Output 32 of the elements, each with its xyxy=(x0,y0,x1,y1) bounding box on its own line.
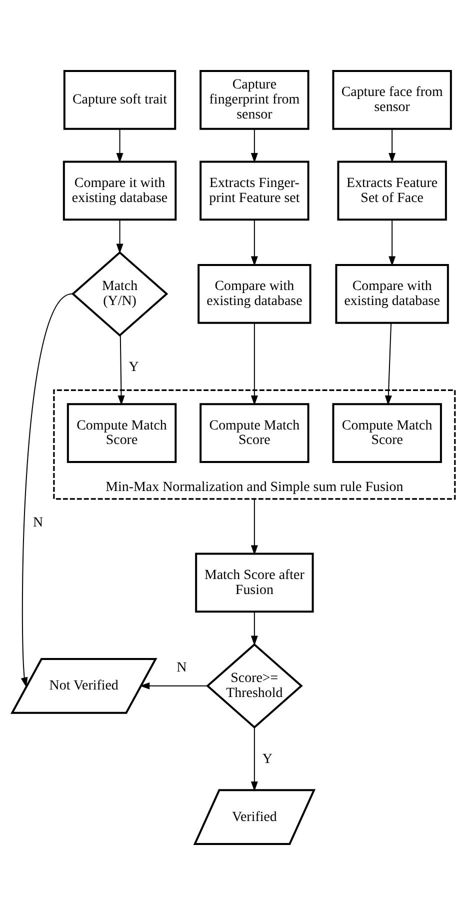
node-box: Compare with existing database xyxy=(198,264,312,324)
arrow xyxy=(384,322,392,406)
arrow xyxy=(388,128,396,163)
edge-label: Y xyxy=(262,752,272,767)
arrow xyxy=(250,611,258,646)
node-box: Capture face from sensor xyxy=(332,70,452,130)
arrow xyxy=(250,219,258,266)
node-diamond: Match (Y/N) xyxy=(71,251,168,337)
arrow xyxy=(20,293,72,688)
arrow xyxy=(116,128,124,163)
arrow xyxy=(250,128,258,163)
arrow xyxy=(250,726,258,792)
node-box: Extracts Feature Set of Face xyxy=(337,160,447,221)
arrow xyxy=(116,219,124,254)
arrow xyxy=(118,334,125,406)
node-box: Extracts Finger-print Feature set xyxy=(200,160,310,221)
node-box: Capture fingerprint from sensor xyxy=(200,70,310,130)
node-box: Match Score after Fusion xyxy=(195,552,314,613)
arrow xyxy=(250,322,258,406)
arrow xyxy=(250,498,258,556)
arrow xyxy=(388,219,396,266)
arrow xyxy=(140,682,208,690)
edge-label: Y xyxy=(128,360,139,375)
node-diamond: Score>= Threshold xyxy=(206,643,303,729)
node-box: Capture soft trait xyxy=(63,70,176,130)
node-box: Compute Match Score xyxy=(66,403,177,463)
node-box: Compute Match Score xyxy=(200,403,310,463)
node-box: Compute Match Score xyxy=(332,403,442,463)
edge-label: N xyxy=(176,660,187,676)
edge-label: N xyxy=(33,516,44,531)
node-box: Compare with existing database xyxy=(335,264,449,324)
node-box: Compare it with existing database xyxy=(62,160,177,221)
